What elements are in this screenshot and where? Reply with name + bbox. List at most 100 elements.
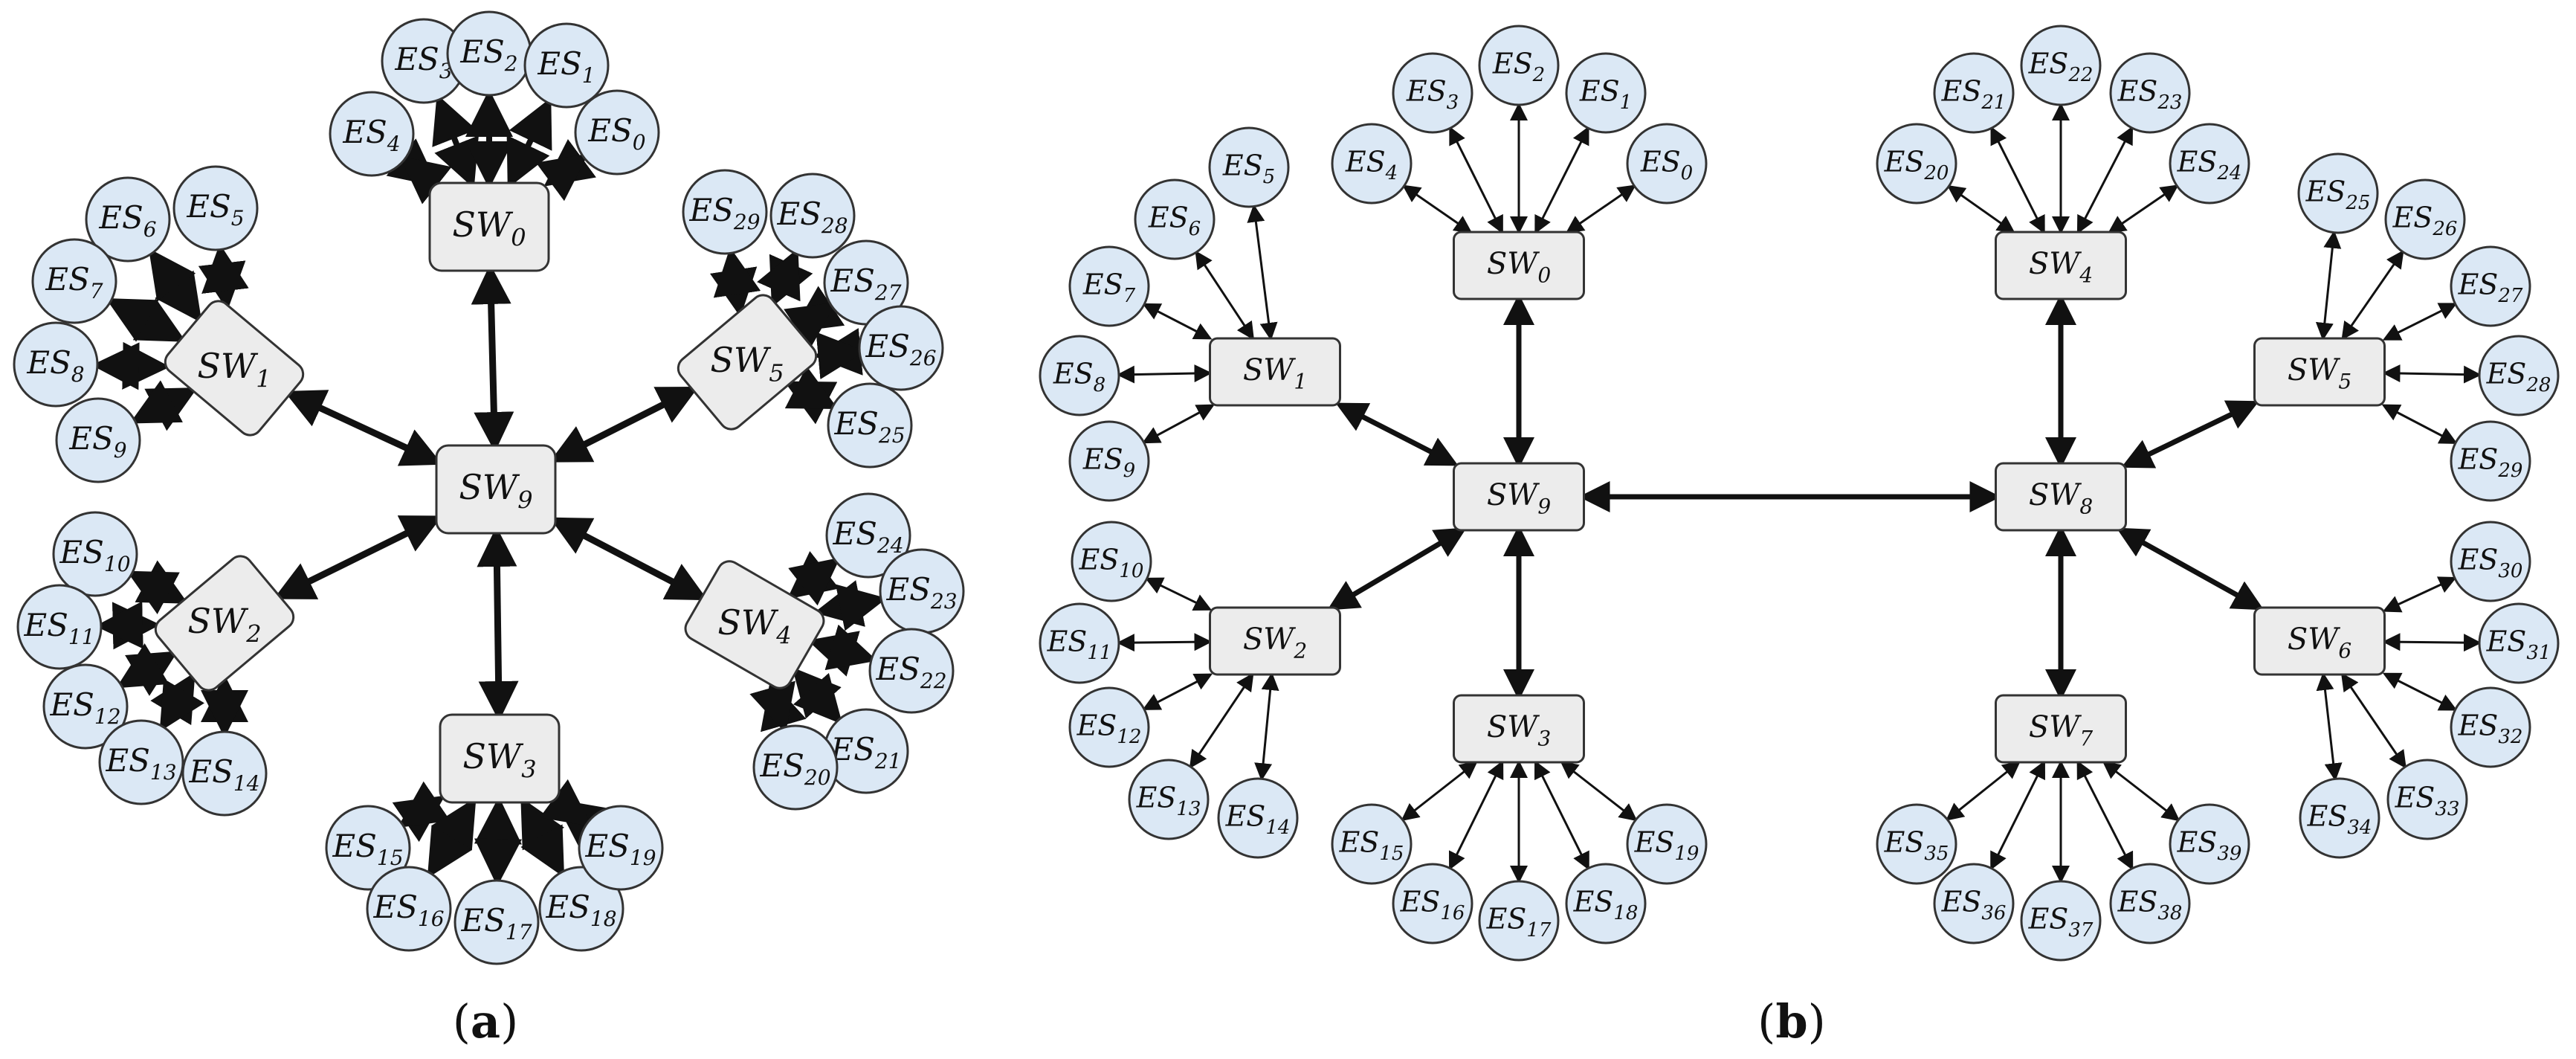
switch-label: SW3	[462, 736, 536, 784]
end-station-label: ES26	[2392, 202, 2458, 240]
end-station-a-8: ES8	[13, 321, 99, 408]
end-station-b-2: ES2	[1478, 25, 1560, 106]
end-station-a-18: ES18	[538, 866, 624, 952]
trunk-link-a-9-1	[284, 390, 443, 466]
station-link-b-4	[1402, 184, 1473, 234]
station-link-a-4	[386, 138, 452, 205]
station-link-b-20	[1946, 184, 2015, 234]
end-station-label: ES28	[776, 196, 848, 238]
end-station-b-36: ES36	[1933, 863, 2015, 944]
end-station-b-15: ES15	[1331, 803, 1413, 885]
station-link-b-24	[2108, 184, 2179, 234]
end-station-label: ES16	[1400, 886, 1465, 924]
station-link-b-10	[1144, 577, 1213, 611]
end-station-b-6: ES6	[1134, 178, 1216, 260]
end-station-label: ES18	[545, 889, 616, 931]
station-link-b-23	[2076, 126, 2134, 234]
station-link-b-13	[1189, 672, 1254, 769]
trunk-link-a-9-5	[549, 387, 699, 463]
end-station-b-4: ES4	[1331, 123, 1413, 205]
end-station-b-1: ES1	[1565, 52, 1647, 134]
end-station-label: ES8	[1053, 358, 1105, 396]
end-station-a-2: ES2	[446, 10, 532, 97]
station-link-a-7	[106, 297, 187, 342]
switch-label: SW9	[459, 467, 532, 515]
switch-b-8: SW8	[1995, 462, 2127, 532]
end-station-b-21: ES21	[1933, 52, 2015, 134]
end-station-label: ES35	[1884, 826, 1949, 865]
switch-label: SW4	[2029, 247, 2093, 287]
station-link-b-27	[2382, 303, 2458, 341]
trunk-link-a-9-2	[273, 515, 443, 599]
switch-a-2: SW2	[154, 555, 295, 692]
end-station-label: ES18	[1573, 886, 1639, 924]
end-station-a-7: ES7	[31, 238, 117, 324]
end-station-label: ES3	[394, 41, 452, 83]
end-station-label: ES27	[830, 263, 901, 305]
trunk-link-b-9-2	[1327, 527, 1467, 611]
trunk-link-a-9-3	[477, 527, 519, 721]
end-station-a-15: ES15	[325, 805, 411, 891]
station-link-b-33	[2340, 672, 2406, 769]
end-station-label: ES6	[1148, 202, 1201, 240]
station-link-b-12	[1142, 673, 1213, 710]
end-station-label: ES24	[832, 515, 903, 558]
end-station-label: ES10	[1079, 544, 1144, 582]
end-station-a-14: ES14	[181, 730, 268, 817]
end-station-label: ES36	[1941, 886, 2007, 924]
end-station-label: ES10	[59, 534, 130, 576]
end-station-label: ES19	[1634, 826, 1699, 865]
station-link-a-1	[506, 97, 552, 189]
end-station-a-21: ES21	[823, 708, 909, 794]
station-link-a-6	[148, 248, 202, 324]
switch-b-9: SW9	[1453, 462, 1585, 532]
end-station-label: ES4	[1345, 146, 1398, 184]
end-station-label: ES4	[342, 114, 400, 156]
end-station-label: ES29	[688, 192, 760, 234]
station-link-a-15	[392, 781, 451, 843]
end-station-b-34: ES34	[2299, 777, 2380, 859]
switch-label: SW0	[1487, 247, 1551, 287]
end-station-label: ES23	[2117, 75, 2183, 114]
end-station-a-6: ES6	[85, 176, 171, 263]
end-station-b-33: ES33	[2386, 759, 2468, 840]
station-link-a-27	[784, 286, 845, 349]
end-station-b-18: ES18	[1565, 863, 1647, 944]
station-link-a-21	[792, 667, 843, 725]
switch-b-3: SW3	[1453, 694, 1585, 764]
end-station-a-12: ES12	[42, 663, 129, 750]
end-station-label: ES5	[1222, 149, 1275, 188]
end-station-b-23: ES23	[2109, 52, 2191, 134]
end-station-label: ES17	[1486, 903, 1552, 941]
switch-b-1: SW1	[1209, 337, 1341, 407]
end-station-b-31: ES31	[2478, 602, 2560, 684]
end-station-label: ES34	[2307, 800, 2372, 839]
end-station-label: ES23	[885, 571, 957, 614]
station-link-a-22	[807, 624, 877, 677]
station-link-a-12	[116, 643, 178, 696]
station-link-a-18	[520, 796, 565, 878]
switch-label: SW1	[1243, 353, 1307, 393]
station-link-b-30	[2382, 576, 2457, 613]
end-station-label: ES15	[332, 828, 403, 870]
switch-b-6: SW6	[2253, 606, 2386, 676]
end-station-b-30: ES30	[2450, 521, 2531, 602]
end-station-label: ES39	[2177, 826, 2242, 865]
end-station-a-13: ES13	[98, 719, 184, 805]
end-station-label: ES5	[186, 188, 244, 231]
end-station-a-11: ES11	[16, 584, 103, 670]
switch-label: SW5	[2288, 353, 2351, 393]
station-link-b-16	[1448, 760, 1504, 871]
end-station-label: ES12	[49, 686, 120, 729]
end-station-a-25: ES25	[827, 382, 913, 469]
switch-b-4: SW4	[1995, 231, 2127, 300]
end-station-a-23: ES23	[879, 548, 965, 634]
end-station-b-11: ES11	[1039, 602, 1120, 684]
end-station-b-28: ES28	[2478, 335, 2560, 416]
switch-b-0: SW0	[1453, 231, 1585, 300]
station-link-b-29	[2381, 404, 2458, 444]
end-station-label: ES0	[1640, 146, 1693, 184]
panel-a-caption: (a)	[453, 994, 519, 1049]
end-station-label: ES27	[2458, 268, 2523, 307]
